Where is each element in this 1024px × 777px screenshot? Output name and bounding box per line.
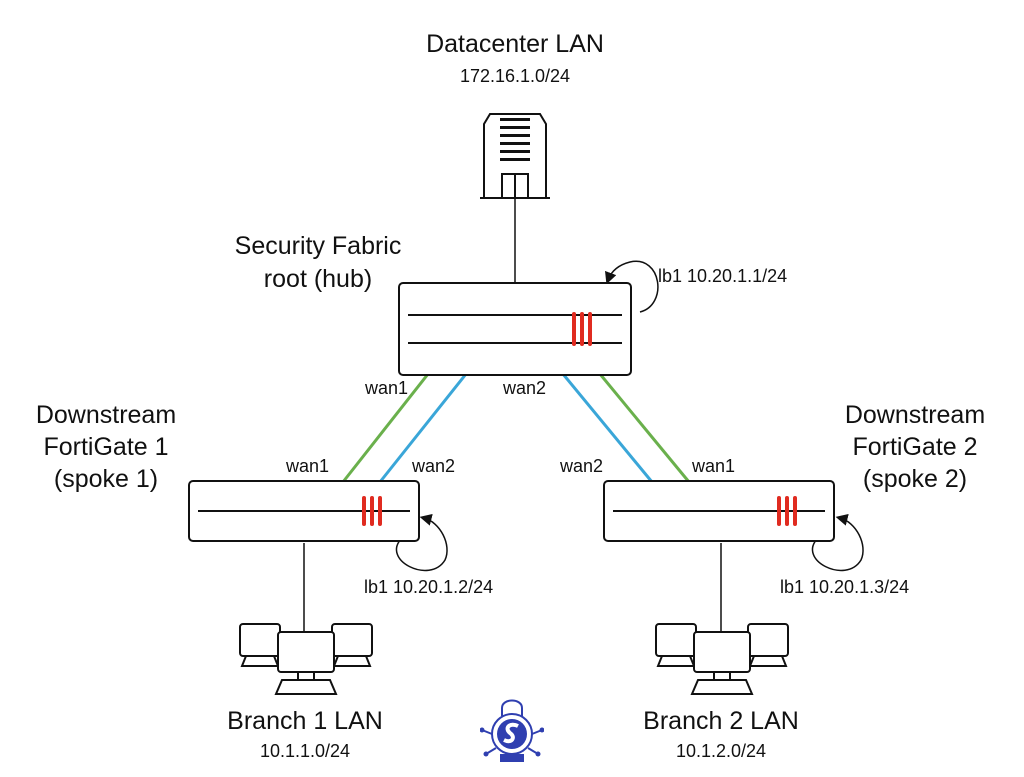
fortinet-logo-icon — [362, 496, 382, 526]
spoke2-wan2-label: wan2 — [560, 456, 604, 476]
hub-label-line1: Security Fabric — [234, 232, 402, 260]
hub-fortigate-divider — [408, 314, 622, 316]
hub-fortigate — [398, 282, 632, 376]
spoke2-label-line1: Downstream — [844, 401, 986, 429]
hub-loopback-label: lb1 10.20.1.1/24 — [658, 266, 788, 286]
spoke2-wan1-label: wan1 — [692, 456, 736, 476]
hub-fortigate-divider — [408, 342, 622, 344]
hub-to-spoke1-wan2-link — [378, 373, 468, 483]
spoke2-fortigate — [603, 480, 835, 542]
datacenter-subnet: 172.16.1.0/24 — [459, 66, 571, 86]
spoke1-loopback-label: lb1 10.20.1.2/24 — [364, 577, 494, 597]
fortinet-logo-icon — [572, 312, 592, 346]
branch2-title: Branch 2 LAN — [643, 707, 799, 735]
hub-to-spoke1-wan1-link — [341, 373, 430, 483]
hub-loopback-icon — [605, 260, 659, 313]
branch1-title: Branch 1 LAN — [227, 707, 383, 735]
branch1-subnet: 10.1.1.0/24 — [259, 741, 351, 761]
fortinet-logo-icon — [777, 496, 797, 526]
branch1-computers-icon — [239, 623, 373, 695]
hub-to-spoke2-wan1-link — [598, 373, 691, 483]
spoke1-label-line2: FortiGate 1 — [43, 433, 169, 461]
spoke2-loopback-icon — [811, 514, 864, 572]
spoke1-fortigate-divider — [198, 510, 410, 512]
spoke1-fortigate — [188, 480, 420, 542]
hub-wan1-label: wan1 — [364, 378, 408, 398]
hub-wan2-label: wan2 — [503, 378, 547, 398]
spoke2-label-line2: FortiGate 2 — [852, 433, 978, 461]
branch2-subnet: 10.1.2.0/24 — [675, 741, 767, 761]
spoke2-loopback-label: lb1 10.20.1.3/24 — [780, 577, 910, 597]
datacenter-title: Datacenter LAN — [426, 30, 604, 58]
watermark-logo-icon — [480, 699, 544, 762]
spoke2-label-line3: (spoke 2) — [862, 465, 968, 493]
datacenter-building-icon — [480, 113, 550, 199]
spoke1-label-line3: (spoke 1) — [53, 465, 159, 493]
branch2-computers-icon — [655, 623, 789, 695]
hub-to-spoke2-wan2-link — [561, 373, 654, 483]
spoke1-wan1-label: wan1 — [286, 456, 330, 476]
hub-label-line2: root (hub) — [263, 265, 373, 293]
spoke1-label-line1: Downstream — [35, 401, 177, 429]
spoke1-wan2-label: wan2 — [412, 456, 456, 476]
spoke2-fortigate-divider — [613, 510, 825, 512]
spoke1-loopback-icon — [395, 514, 448, 572]
